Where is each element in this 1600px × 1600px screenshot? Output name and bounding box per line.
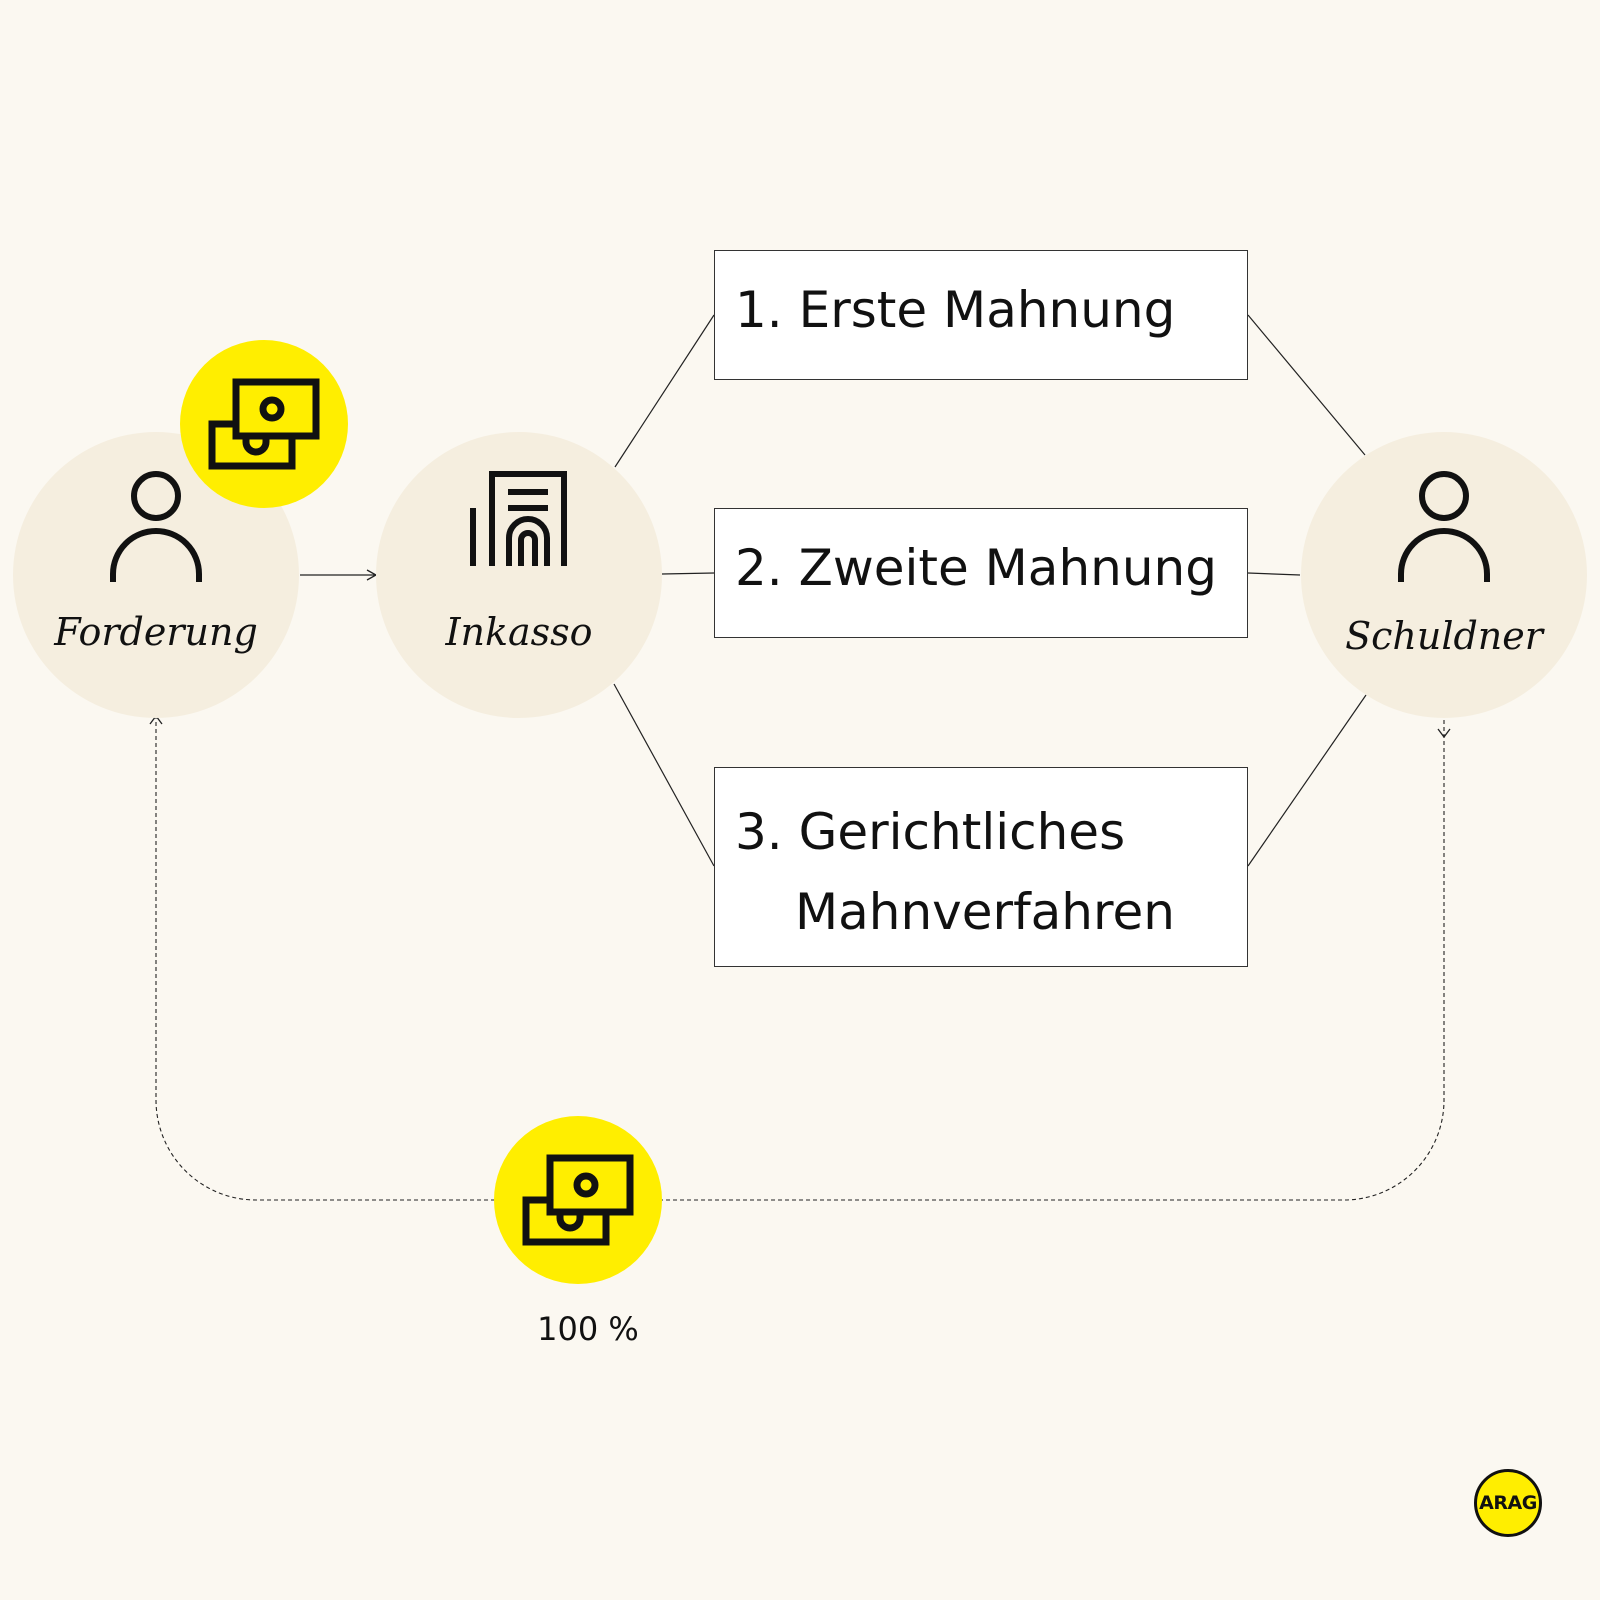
step-3-label-line-2: Mahnverfahren [795,883,1175,941]
step-box-3: 3. Gerichtliches Mahnverfahren [714,767,1248,967]
person-icon [1398,471,1490,582]
step-1-label: 1. Erste Mahnung [735,281,1176,339]
step-2-label: 2. Zweite Mahnung [735,539,1217,597]
node-label-inkasso: Inkasso [445,610,593,654]
line-inkasso-to-step-2 [661,572,715,575]
line-step-3-to-schuldner [1247,694,1367,867]
payment-percent-label: 100 % [537,1310,639,1348]
dashed-payment-loop [155,718,1445,1201]
step-box-2: 2. Zweite Mahnung [714,508,1248,638]
step-box-1: 1. Erste Mahnung [714,250,1248,380]
money-badge-payment [494,1116,662,1284]
line-inkasso-to-step-1 [614,314,715,468]
node-inkasso: Inkasso [376,432,662,718]
node-label-schuldner: Schuldner [1345,614,1543,658]
person-icon [110,471,202,582]
money-icon [522,1154,634,1246]
line-inkasso-to-step-3 [613,683,715,867]
money-icon [208,378,320,470]
step-3-label-line-1: 3. Gerichtliches [735,803,1126,861]
arrow-tip-down [1437,728,1451,739]
line-step-1-to-schuldner [1247,314,1366,456]
node-label-forderung: Forderung [54,610,258,654]
money-badge-forderung [180,340,348,508]
arag-logo: ARAG [1474,1469,1542,1537]
node-schuldner: Schuldner [1301,432,1587,718]
line-step-2-to-schuldner [1247,572,1301,576]
building-icon [470,471,567,566]
